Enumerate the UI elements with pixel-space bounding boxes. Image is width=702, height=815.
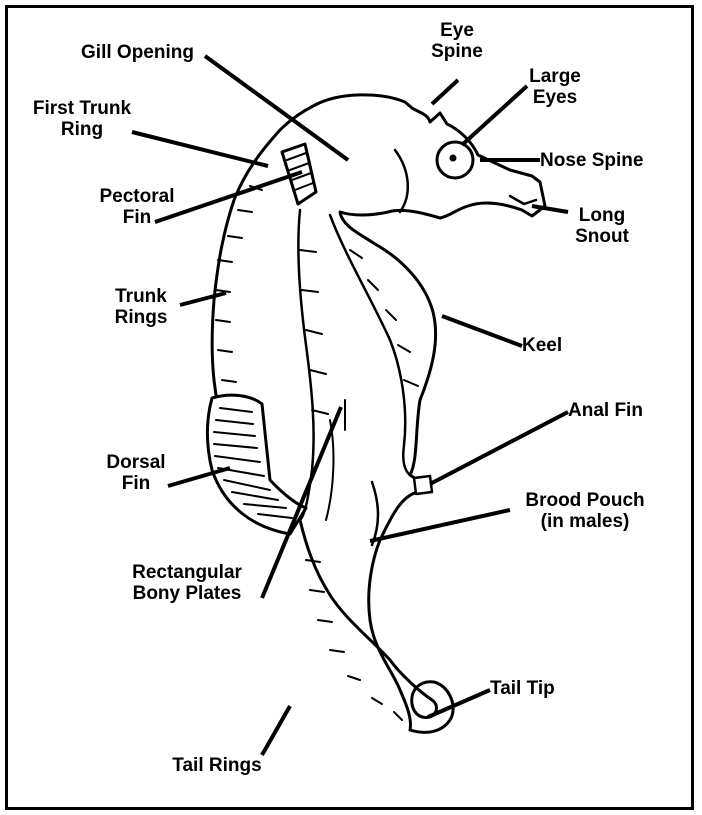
label-first-trunk-ring: First Trunk Ring — [22, 98, 142, 140]
leader-keel — [442, 316, 522, 346]
label-long-snout: Long Snout — [562, 205, 642, 247]
label-gill-opening: Gill Opening — [70, 42, 205, 63]
leader-first-trunk-ring — [132, 132, 268, 166]
label-nose-spine: Nose Spine — [540, 150, 675, 171]
leader-eye-spine — [432, 80, 458, 104]
anal-fin-shape — [414, 476, 432, 494]
leader-anal-fin — [430, 412, 568, 484]
label-trunk-rings: Trunk Rings — [96, 286, 186, 328]
label-tail-tip: Tail Tip — [490, 678, 580, 699]
label-rectangular-bony-plates: Rectangular Bony Plates — [112, 562, 262, 604]
label-keel: Keel — [522, 335, 582, 356]
label-dorsal-fin: Dorsal Fin — [96, 452, 176, 494]
label-pectoral-fin: Pectoral Fin — [82, 186, 192, 228]
label-eye-spine: Eye Spine — [412, 20, 502, 62]
label-anal-fin: Anal Fin — [568, 400, 668, 421]
leader-tail-rings — [262, 706, 290, 755]
label-large-eyes: Large Eyes — [515, 66, 595, 108]
label-tail-rings: Tail Rings — [142, 755, 292, 776]
label-brood-pouch: Brood Pouch (in males) — [510, 490, 660, 532]
